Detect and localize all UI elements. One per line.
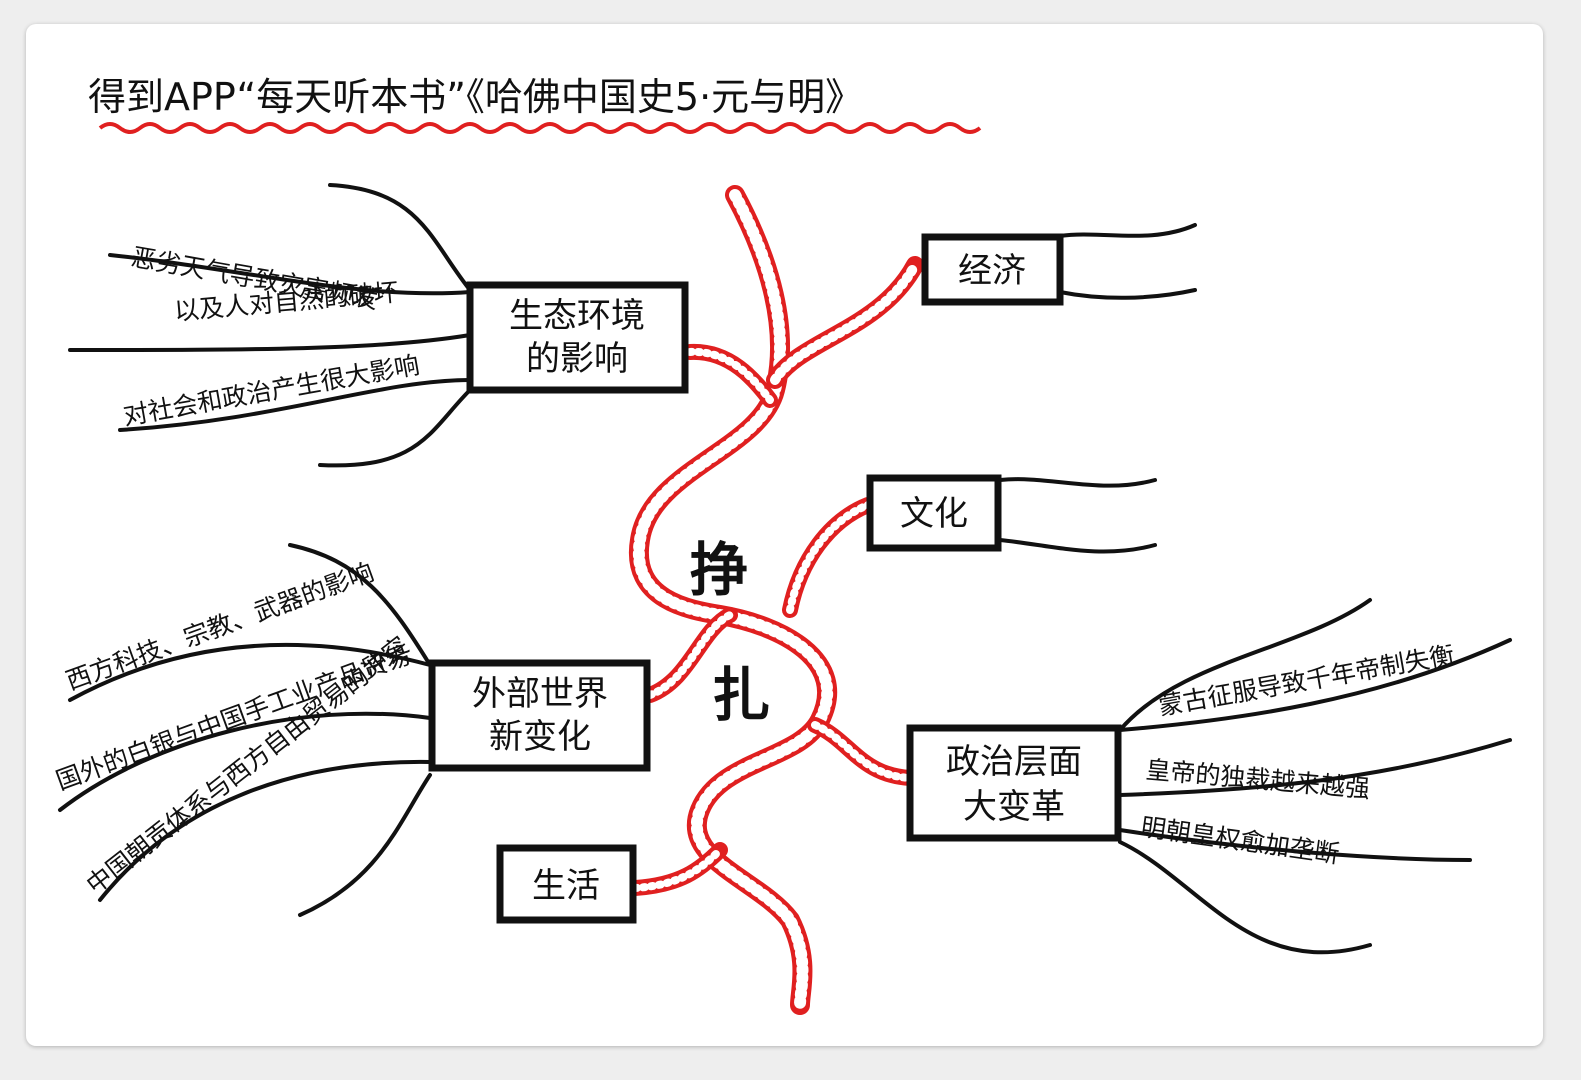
- node-culture: 文化: [866, 474, 1002, 552]
- node-outside-line-2: 新变化: [489, 717, 591, 757]
- node-ecology-line-2: 的影响: [526, 339, 628, 379]
- title-underline: [98, 122, 982, 134]
- node-economy-label: 经济: [958, 251, 1026, 291]
- mindmap-card: [26, 24, 1543, 1046]
- node-outside: 外部世界 新变化: [428, 659, 651, 772]
- node-ecology-line-1: 生态环境: [509, 296, 645, 336]
- node-politics: 政治层面 大变革: [906, 724, 1122, 842]
- politics-branches: [1118, 598, 1512, 955]
- short-branches: [998, 223, 1197, 554]
- outside-branches: [58, 543, 432, 917]
- node-politics-line-2: 大变革: [963, 787, 1065, 827]
- center-word-1: 挣: [690, 536, 748, 604]
- node-economy: 经济: [921, 233, 1064, 306]
- politics-branch-2: 皇帝的独裁越来越强: [1144, 755, 1371, 804]
- node-culture-label: 文化: [900, 494, 968, 534]
- center-word-2: 扎: [712, 661, 770, 729]
- node-politics-line-1: 政治层面: [946, 742, 1082, 782]
- node-life-label: 生活: [532, 866, 600, 906]
- politics-branch-3: 明朝皇权愈加垄断: [1139, 812, 1341, 869]
- node-life: 生活: [496, 844, 637, 924]
- node-ecology: 生态环境 的影响: [466, 281, 689, 394]
- politics-branch-1: 蒙古征服导致千年帝制失衡: [1156, 640, 1456, 721]
- node-outside-line-1: 外部世界: [472, 674, 608, 714]
- page-title: 得到APP“每天听本书”《哈佛中国史5·元与明》: [88, 75, 863, 119]
- central-trunk: [627, 185, 924, 1015]
- ecology-branches: [68, 183, 472, 468]
